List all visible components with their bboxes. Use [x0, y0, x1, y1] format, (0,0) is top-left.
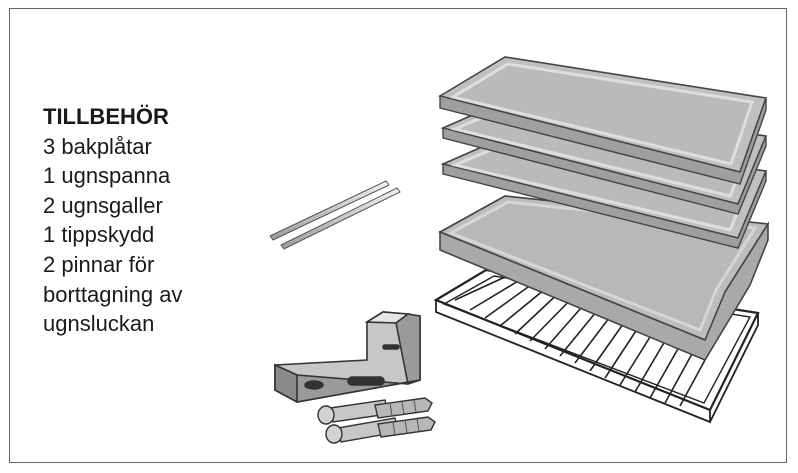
anti-tip-bracket-icon: [273, 311, 421, 404]
accessory-item-pins-2: borttagning av: [43, 281, 183, 307]
accessory-item-pins: 2 pinnar för: [43, 251, 155, 277]
baking-tray-1-icon: [437, 56, 768, 185]
accessory-item-pan: 1 ugnspanna: [43, 163, 171, 189]
accessory-item-pins-3: ugnsluckan: [43, 311, 155, 337]
accessory-title: TILLBEHÖR: [43, 104, 169, 129]
oven-rack-icon: [433, 268, 760, 424]
door-pins-icon: [269, 180, 401, 250]
accessory-item-trays: 3 bakplåtar: [43, 133, 152, 159]
screws-and-plugs-icon: [317, 397, 436, 444]
accessory-item-racks: 2 ugnsgaller: [43, 192, 163, 218]
accessory-list: TILLBEHÖR 3 bakplåtar 1 ugnspanna 2 ugns…: [43, 102, 182, 339]
accessory-item-anti-tip: 1 tippskydd: [43, 222, 155, 248]
